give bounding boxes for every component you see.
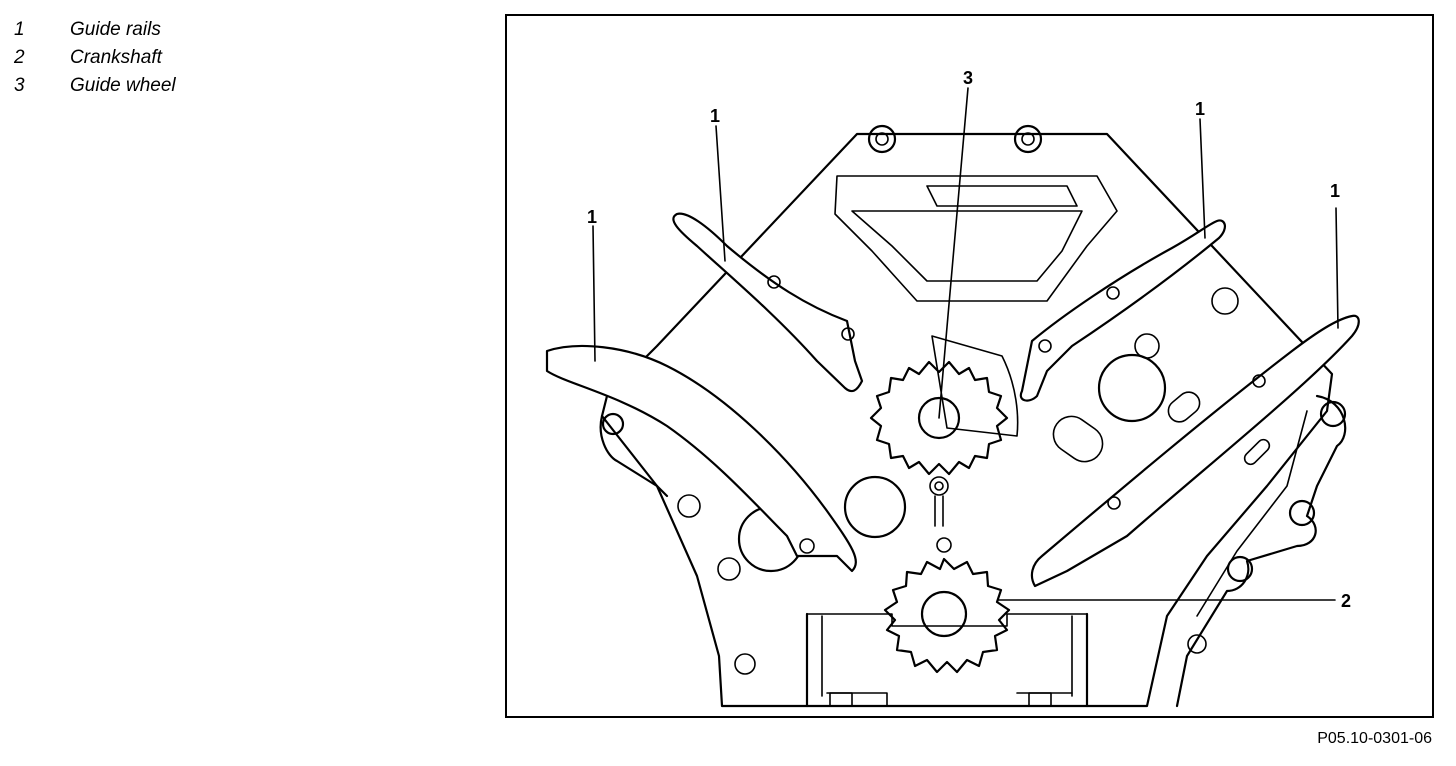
- callout-guide-rail: 1: [1195, 99, 1205, 119]
- guide-rail-left-outer: [545, 344, 857, 573]
- guide-rail-right-inner: [1019, 219, 1226, 402]
- legend-number: 1: [14, 19, 25, 40]
- legend-list: 1 Guide rails 2 Crankshaft 3 Guide wheel: [14, 16, 176, 100]
- callout-guide-wheel: 3: [963, 68, 973, 88]
- legend-item: 3 Guide wheel: [14, 72, 176, 100]
- legend-number: 2: [14, 47, 25, 68]
- legend-label: Crankshaft: [70, 47, 162, 68]
- guide-rail-right-outer: [1030, 314, 1360, 588]
- callout-guide-rail: 1: [1330, 181, 1340, 201]
- legend-label: Guide wheel: [70, 75, 176, 96]
- crankshaft-sprocket: [883, 537, 1011, 674]
- callout-leaders: [592, 87, 1339, 601]
- callout-crankshaft: 2: [1341, 591, 1351, 611]
- legend-number: 3: [14, 75, 25, 96]
- engine-diagram-frame: 1 1 3 1 1 2: [505, 14, 1434, 718]
- figure-code: P05.10-0301-06: [1317, 730, 1432, 747]
- guide-wheel: [869, 335, 1019, 527]
- legend-label: Guide rails: [70, 19, 161, 40]
- engine-diagram: 1 1 3 1 1 2: [545, 68, 1360, 708]
- callout-guide-rail: 1: [587, 207, 597, 227]
- callout-guide-rail: 1: [710, 106, 720, 126]
- guide-rail-left-inner: [672, 212, 864, 393]
- legend-item: 1 Guide rails: [14, 16, 176, 44]
- legend-item: 2 Crankshaft: [14, 44, 176, 72]
